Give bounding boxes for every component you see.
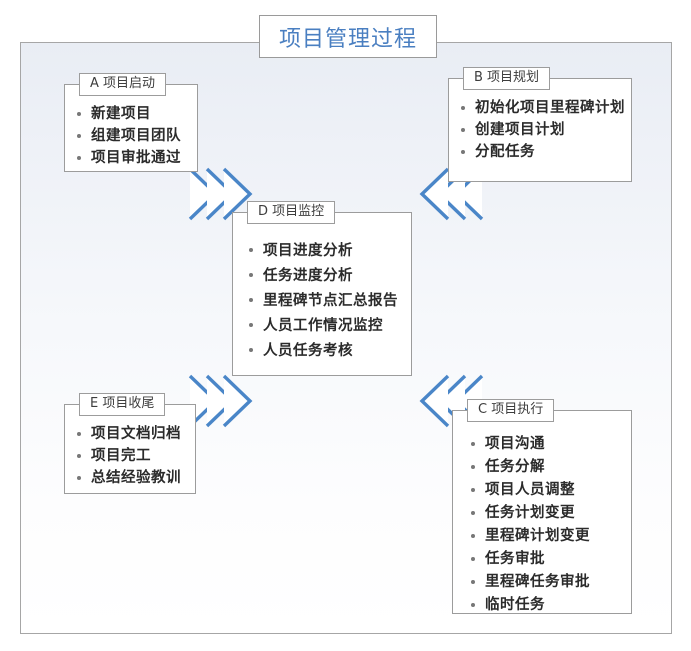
list-item: 项目沟通 (463, 433, 625, 456)
list-item: 初始化项目里程碑计划 (453, 97, 625, 119)
process-box-d-list: 项目进度分析 任务进度分析 里程碑节点汇总报告 人员工作情况监控 人员任务考核 (241, 239, 405, 364)
list-item: 创建项目计划 (453, 119, 625, 141)
list-item: 里程碑节点汇总报告 (241, 289, 405, 314)
process-box-d-label: D 项目监控 (247, 201, 336, 224)
list-item: 任务进度分析 (241, 264, 405, 289)
process-box-a-list: 新建项目 组建项目团队 项目审批通过 (69, 103, 191, 169)
process-box-b-label: B 项目规划 (463, 67, 551, 90)
list-item: 总结经验教训 (69, 467, 189, 489)
process-box-e[interactable]: E 项目收尾 项目文档归档 项目完工 总结经验教训 (64, 393, 196, 494)
process-box-b[interactable]: B 项目规划 初始化项目里程碑计划 创建项目计划 分配任务 (448, 67, 632, 182)
list-item: 里程碑计划变更 (463, 525, 625, 548)
list-item: 项目完工 (69, 445, 189, 467)
process-box-a-label: A 项目启动 (79, 73, 167, 96)
process-box-c-label: C 项目执行 (467, 399, 555, 422)
list-item: 新建项目 (69, 103, 191, 125)
list-item: 里程碑任务审批 (463, 571, 625, 594)
chevron-arrow-icon (188, 167, 253, 221)
arrow-a-to-d (186, 163, 262, 225)
list-item: 人员任务考核 (241, 339, 405, 364)
process-box-d[interactable]: D 项目监控 项目进度分析 任务进度分析 里程碑节点汇总报告 人员工作情况监控 … (232, 201, 412, 376)
arrow-d-to-e (186, 370, 262, 432)
list-item: 项目审批通过 (69, 147, 191, 169)
page-title: 项目管理过程 (278, 26, 417, 52)
process-box-a[interactable]: A 项目启动 新建项目 组建项目团队 项目审批通过 (64, 73, 198, 172)
list-item: 分配任务 (453, 141, 625, 163)
process-box-c-list: 项目沟通 任务分解 项目人员调整 任务计划变更 里程碑计划变更 任务审批 里程碑… (463, 433, 625, 617)
list-item: 人员工作情况监控 (241, 314, 405, 339)
process-box-e-label: E 项目收尾 (79, 393, 166, 416)
process-box-b-list: 初始化项目里程碑计划 创建项目计划 分配任务 (453, 97, 625, 163)
list-item: 项目进度分析 (241, 239, 405, 264)
list-item: 组建项目团队 (69, 125, 191, 147)
process-box-c[interactable]: C 项目执行 项目沟通 任务分解 项目人员调整 任务计划变更 里程碑计划变更 任… (452, 399, 632, 617)
list-item: 项目人员调整 (463, 479, 625, 502)
list-item: 任务审批 (463, 548, 625, 571)
chevron-arrow-icon (188, 374, 253, 428)
list-item: 任务计划变更 (463, 502, 625, 525)
process-box-e-list: 项目文档归档 项目完工 总结经验教训 (69, 423, 189, 489)
diagram-title-plate: 项目管理过程 (259, 15, 437, 58)
list-item: 项目文档归档 (69, 423, 189, 445)
list-item: 临时任务 (463, 594, 625, 617)
list-item: 任务分解 (463, 456, 625, 479)
